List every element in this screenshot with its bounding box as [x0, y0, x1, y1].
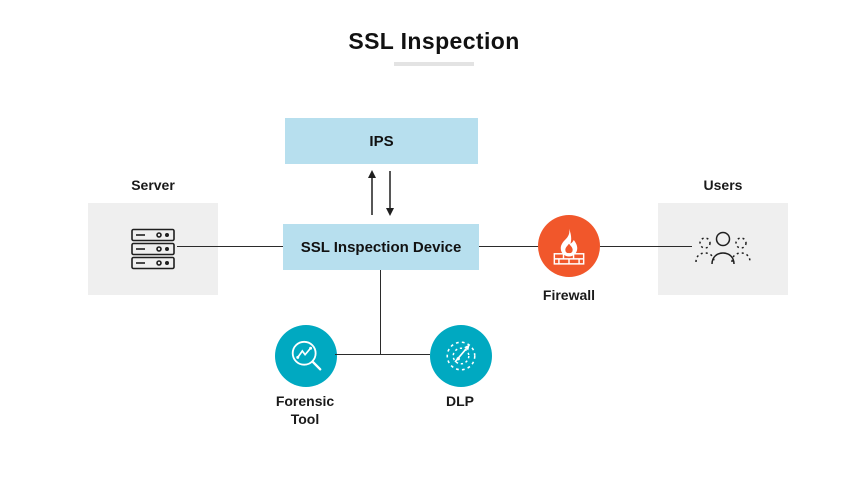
node-ips: IPS — [285, 118, 478, 164]
firewall-label: Firewall — [542, 287, 596, 303]
server-label: Server — [131, 177, 175, 193]
flame-brick-wall-icon — [547, 224, 591, 268]
page-title: SSL Inspection — [348, 28, 520, 54]
connector-forensic-dlp — [335, 354, 430, 355]
forensic-tool-label: Forensic Tool — [275, 393, 335, 427]
node-ips-label: IPS — [369, 132, 394, 150]
user-group-icon — [693, 228, 753, 270]
magnifier-chart-icon — [284, 334, 328, 378]
node-ssl-inspection-device: SSL Inspection Device — [283, 224, 479, 270]
title-underline — [394, 62, 474, 66]
firewall-node — [538, 215, 600, 277]
users-panel — [658, 203, 788, 295]
dlp-node — [430, 325, 492, 387]
users-label: Users — [703, 177, 743, 193]
connector-ssl-firewall — [479, 246, 538, 247]
radar-scan-icon — [439, 334, 483, 378]
dlp-label: DLP — [446, 393, 474, 409]
server-panel — [88, 203, 218, 295]
node-ssl-inspection-device-label: SSL Inspection Device — [300, 238, 462, 256]
bidirectional-arrows-icon — [361, 167, 401, 224]
forensic-tool-node — [275, 325, 337, 387]
connector-ssl-bottom — [380, 270, 381, 355]
connector-firewall-users — [600, 246, 692, 247]
server-rack-icon — [131, 228, 175, 270]
connector-server-ssl — [177, 246, 283, 247]
